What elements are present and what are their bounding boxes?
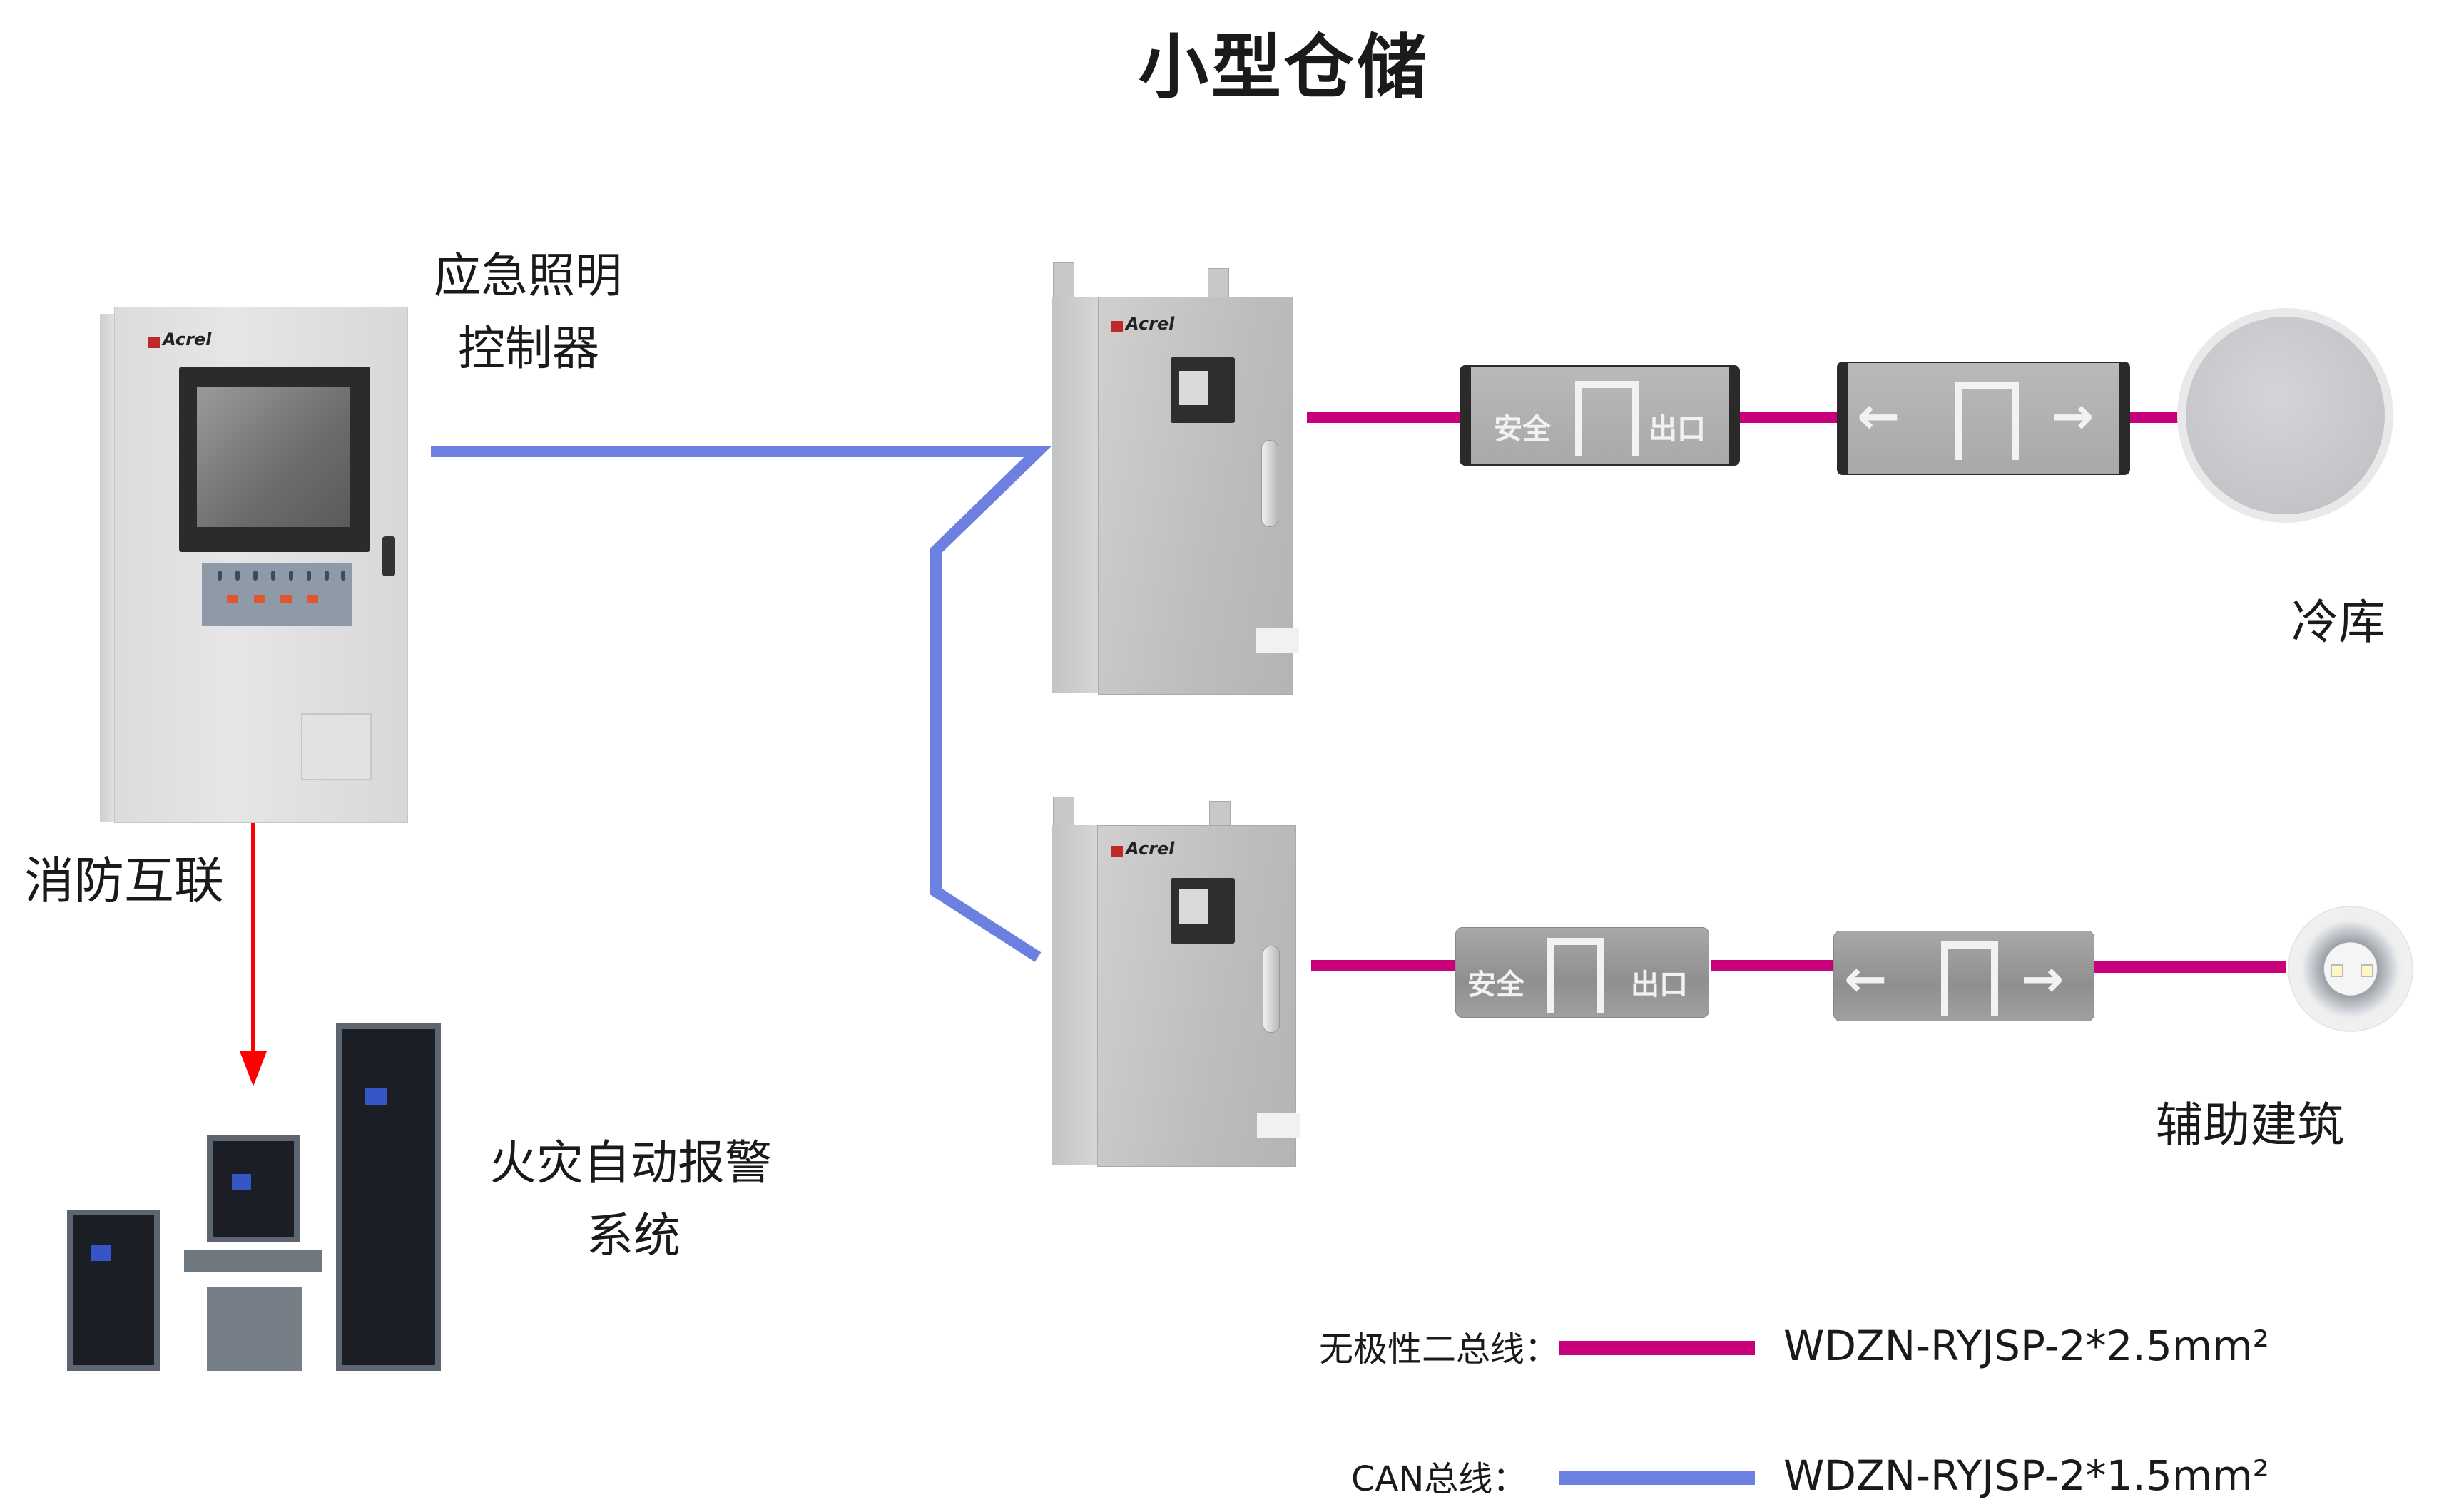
- fire-alarm-rack-tall: [336, 1023, 441, 1371]
- controller-label-line2: 控制器: [458, 321, 599, 376]
- acrel-logo-icon: [1111, 320, 1123, 332]
- right-arrow-icon: →: [2021, 949, 2064, 1008]
- controller-button[interactable]: [280, 595, 292, 603]
- cabinet-side: [1052, 297, 1099, 693]
- controller-button[interactable]: [254, 595, 265, 603]
- sign-text-left: 安全: [1467, 969, 1524, 1001]
- controller-brand: Acrel: [148, 330, 211, 349]
- fire-alarm-console-base: [207, 1287, 302, 1371]
- exit-sign-safety-upper[interactable]: 安全 出口: [1460, 365, 1740, 466]
- controller-printer: [301, 713, 372, 780]
- fire-alarm-console-desk: [184, 1250, 322, 1272]
- legend-spec-can-bus: WDZN-RYJSP-2*1.5mm²: [1783, 1451, 2270, 1500]
- downlight-icon[interactable]: [2288, 906, 2413, 1032]
- key-lock-icon: [382, 536, 395, 576]
- led-chip: [2331, 964, 2343, 977]
- led-chip: [2361, 964, 2373, 977]
- cabinet-brand: Acrel: [1111, 314, 1174, 334]
- exit-sign-bidirectional-lower[interactable]: ← →: [1833, 931, 2094, 1021]
- indicator-led: [341, 571, 345, 581]
- ceiling-lamp-icon[interactable]: [2177, 308, 2393, 523]
- legend-spec-two-wire-bus: WDZN-RYJSP-2*2.5mm²: [1783, 1322, 2270, 1370]
- legend-label-can-bus: CAN总线：: [1351, 1459, 1527, 1499]
- right-arrow-icon: →: [2051, 386, 2094, 446]
- running-man-icon: [1575, 381, 1639, 456]
- area-label-cold-storage: 冷库: [2291, 595, 2386, 650]
- fire-alarm-screen: [365, 1088, 387, 1105]
- indicator-led: [289, 571, 293, 581]
- sign-text-right: 出口: [1649, 413, 1706, 446]
- indicator-led: [271, 571, 275, 581]
- exit-sign-safety-lower[interactable]: 安全 出口: [1455, 927, 1709, 1018]
- cabinet-brand: Acrel: [1111, 839, 1174, 859]
- controller-button[interactable]: [227, 595, 238, 603]
- fire-alarm-label-line2: 系统: [586, 1208, 681, 1263]
- fire-alarm-screen: [91, 1245, 111, 1261]
- legend-label-two-wire-bus: 无极性二总线：: [1319, 1329, 1559, 1369]
- cabinet-side: [1052, 825, 1097, 1165]
- fire-alarm-cabinet-small: [67, 1210, 160, 1371]
- controller-side-panel: [100, 314, 116, 822]
- nameplate: [1257, 1113, 1300, 1138]
- indicator-led: [253, 571, 258, 581]
- left-arrow-icon: ←: [1857, 386, 1900, 446]
- indicator-led: [325, 571, 329, 581]
- fire-alarm-label-line1: 火灾自动报警: [489, 1135, 772, 1190]
- nameplate: [1256, 628, 1299, 653]
- sign-text-right: 出口: [1631, 969, 1688, 1001]
- diagram-title: 小型仓储: [1138, 27, 1430, 108]
- running-man-icon: [1955, 382, 2019, 460]
- controller-button-panel: [202, 563, 352, 626]
- indicator-led: [307, 571, 311, 581]
- cabinet-lcd: [1179, 371, 1208, 405]
- fire-link-arrow-head: [240, 1051, 267, 1086]
- controller-label-line1: 应急照明: [434, 248, 622, 303]
- mount-bracket: [1053, 262, 1074, 298]
- door-handle[interactable]: [1261, 440, 1278, 527]
- indicator-led: [218, 571, 222, 581]
- sign-text-left: 安全: [1494, 413, 1551, 446]
- acrel-logo-icon: [1111, 845, 1123, 857]
- exit-sign-bidirectional-upper[interactable]: ← →: [1837, 362, 2130, 475]
- area-label-auxiliary-building: 辅助建筑: [2156, 1098, 2344, 1153]
- door-handle[interactable]: [1263, 946, 1280, 1033]
- legend-swatch-two-wire-bus: [1559, 1341, 1755, 1355]
- sign-face: [1848, 363, 2119, 474]
- fire-link-label: 消防互联: [24, 852, 224, 910]
- can-bus-wire: [431, 446, 1052, 962]
- running-man-icon: [1547, 938, 1604, 1013]
- legend-swatch-can-bus: [1559, 1471, 1755, 1485]
- acrel-logo-icon: [148, 336, 160, 348]
- indicator-led: [235, 571, 240, 581]
- controller-button[interactable]: [307, 595, 318, 603]
- controller-touchscreen[interactable]: [197, 387, 350, 527]
- cabinet-lcd: [1179, 889, 1208, 924]
- left-arrow-icon: ←: [1844, 949, 1888, 1008]
- running-man-icon: [1941, 941, 1998, 1016]
- fire-alarm-console-panel: [207, 1135, 300, 1242]
- fire-alarm-screen: [232, 1174, 251, 1190]
